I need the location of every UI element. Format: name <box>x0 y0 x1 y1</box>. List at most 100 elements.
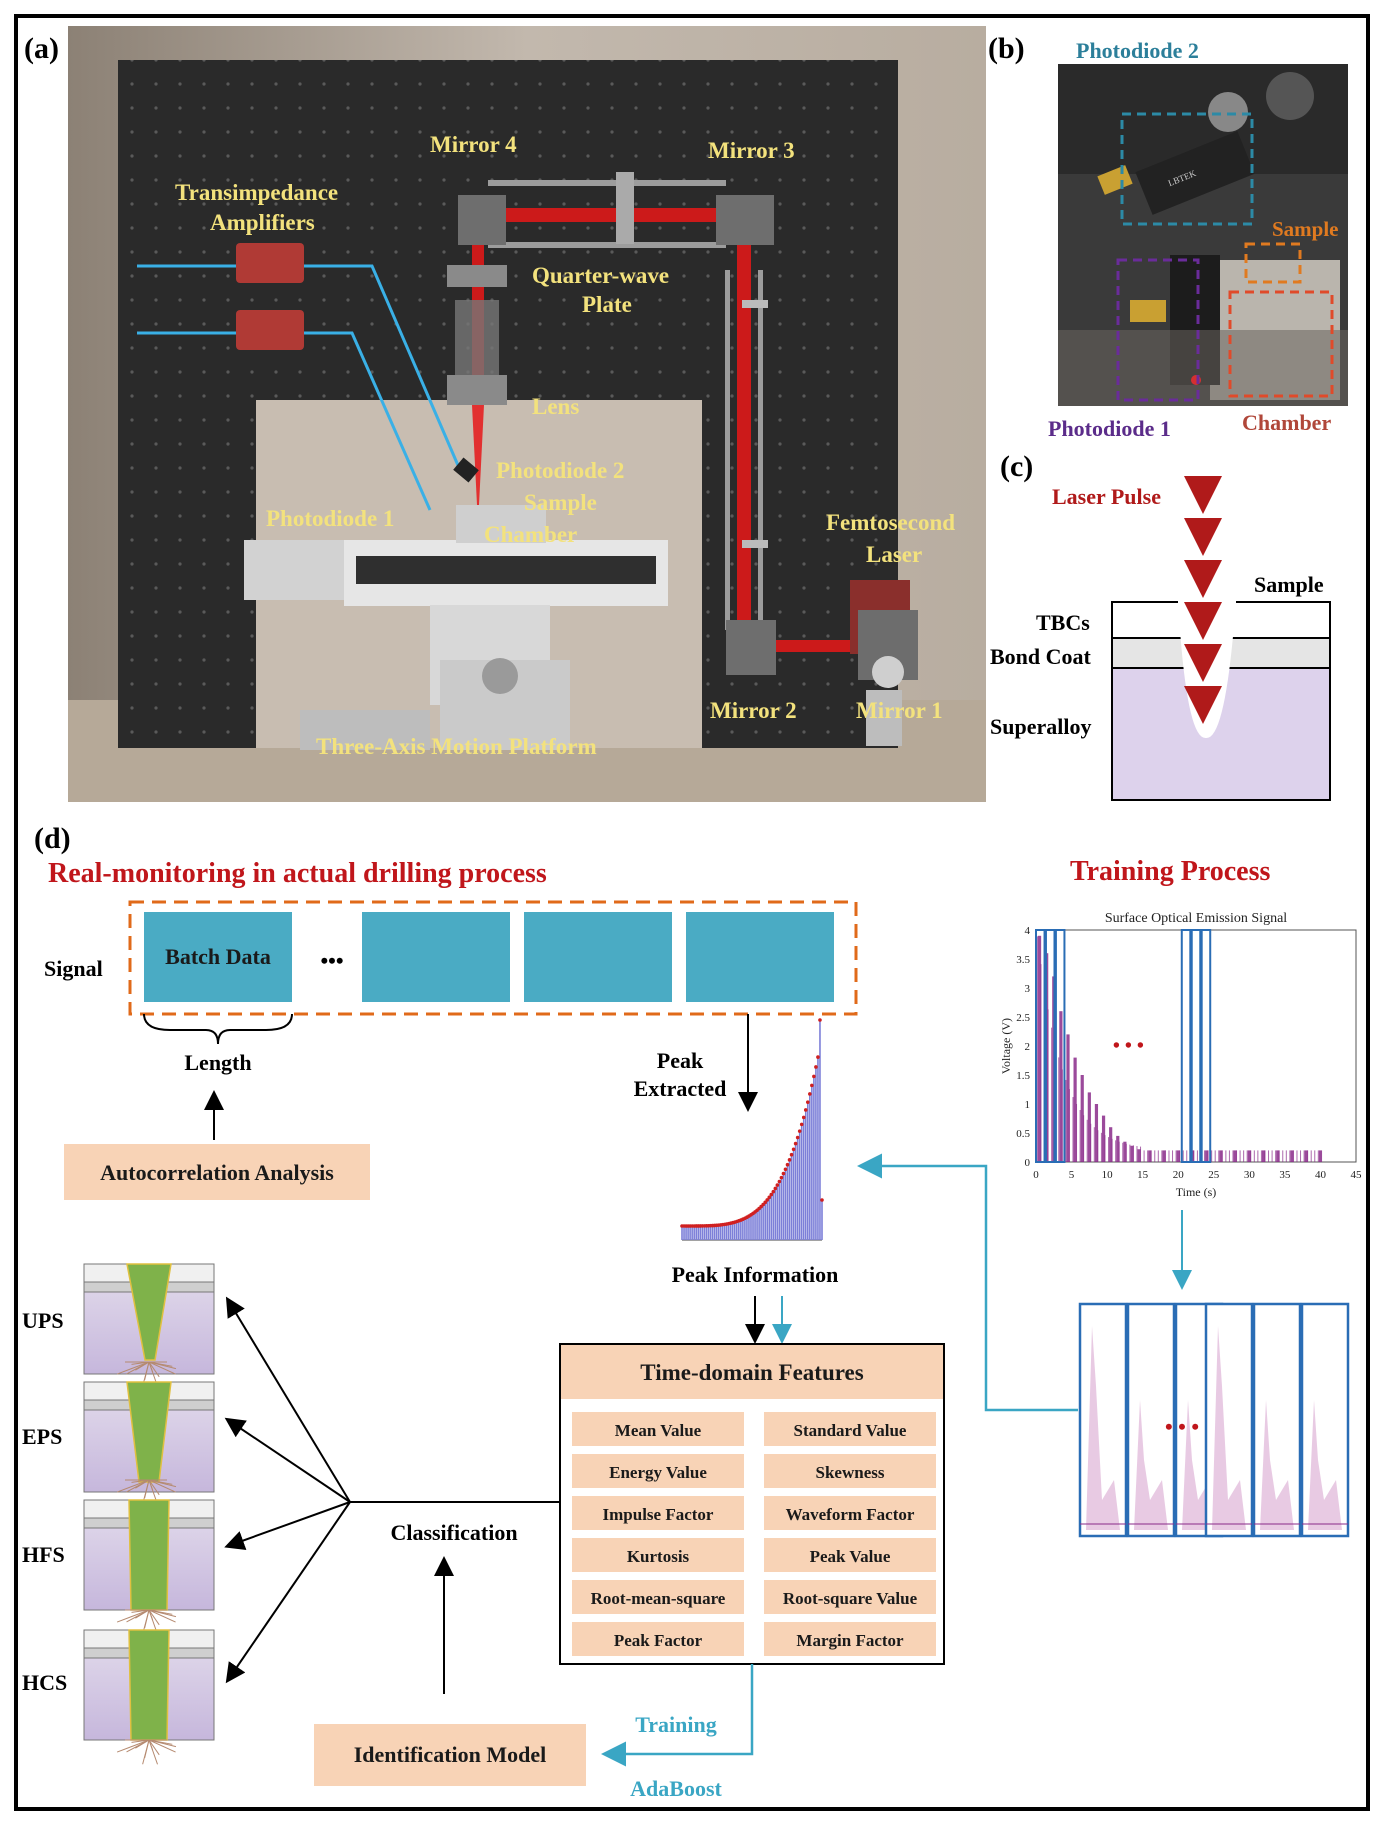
class-crack <box>148 1479 176 1493</box>
panel-b-photo: LBTEK <box>1058 64 1348 406</box>
peak-point <box>805 1100 810 1104</box>
peak-point <box>797 1129 802 1133</box>
class-crack <box>148 1609 160 1626</box>
peak-point <box>787 1158 792 1162</box>
chart-ytick: 2 <box>1025 1041 1031 1053</box>
sample-chamber <box>456 505 546 543</box>
feature-label: Kurtosis <box>627 1547 690 1566</box>
label-mirror-1: Mirror 1 <box>856 698 943 723</box>
peak-point <box>783 1167 788 1172</box>
schematic-label-bond-coat: Bond Coat <box>990 644 1092 669</box>
classification-label: Classification <box>390 1520 517 1545</box>
feature-cell <box>572 1412 744 1446</box>
quarter-wave-plate <box>447 265 507 287</box>
class-label: HFS <box>22 1542 65 1567</box>
chart-window <box>1190 929 1202 1163</box>
amplifier-2 <box>236 310 304 350</box>
lens-mount <box>447 375 507 405</box>
chart-bar <box>1318 1150 1323 1162</box>
panel-c-schematic <box>1111 476 1331 801</box>
label-photodiode-1: Photodiode 1 <box>266 506 394 531</box>
peak-information-label: Peak Information <box>672 1262 839 1287</box>
chart-bar <box>1123 1141 1127 1162</box>
feature-label: Standard Value <box>794 1421 907 1440</box>
feature-label: Root-square Value <box>783 1589 918 1608</box>
panel-label-b: (b) <box>988 32 1025 65</box>
training-label: Training <box>635 1712 717 1737</box>
class-label: HCS <box>22 1670 67 1695</box>
photo-label-photodiode-1: Photodiode 1 <box>1048 416 1171 441</box>
chart-xtick: 30 <box>1244 1169 1256 1181</box>
panel-a-setup-render <box>68 26 986 802</box>
feature-cell <box>764 1538 936 1572</box>
chart-bar <box>1130 1145 1134 1162</box>
label-amplifiers: Amplifiers <box>210 210 315 235</box>
peak-point <box>814 1065 818 1069</box>
peak-point <box>801 1115 806 1120</box>
peak-point <box>803 1108 808 1112</box>
label-femtosecond: Femtosecond <box>826 510 955 535</box>
chart-bar <box>1137 1149 1141 1162</box>
peak-point <box>765 1198 770 1202</box>
class-label: EPS <box>22 1424 62 1449</box>
photodiode-1-highlight <box>1116 258 1200 402</box>
chart-bar <box>1073 1057 1077 1162</box>
adaboost-label: AdaBoost <box>630 1776 722 1801</box>
peak-point <box>781 1171 786 1176</box>
class-crack <box>116 1479 150 1493</box>
class-crack <box>116 1739 150 1753</box>
autocorrelation-box <box>64 1144 370 1200</box>
chart-xtick: 25 <box>1208 1169 1220 1181</box>
chart-ytick: 4 <box>1025 925 1031 937</box>
label-mirror-4: Mirror 4 <box>430 132 517 157</box>
mirror-2-mount <box>726 620 776 675</box>
feature-cell <box>764 1496 936 1530</box>
class-crack <box>148 1361 176 1375</box>
classification-results: UPS EPS HFS HCS <box>22 1263 215 1765</box>
class-label: UPS <box>22 1308 64 1333</box>
class-crack <box>148 1361 177 1370</box>
class-crack <box>148 1609 176 1623</box>
label-mirror-2: Mirror 2 <box>710 698 797 723</box>
time-domain-title: Time-domain Features <box>640 1360 863 1385</box>
chart-bar <box>1276 1150 1280 1162</box>
feature-cell <box>572 1622 744 1656</box>
chart-bar <box>1059 1011 1063 1162</box>
chart-bar <box>1037 935 1042 1162</box>
label-three-axis-platform: Three-Axis Motion Platform <box>316 734 597 759</box>
class-crack <box>148 1479 160 1496</box>
chart-bar <box>1148 1150 1152 1162</box>
window-frame <box>1078 1302 1128 1538</box>
chart-ylabel: Voltage (V) <box>999 1018 1013 1074</box>
feature-label: Root-mean-square <box>591 1589 726 1608</box>
peak-point <box>808 1092 812 1096</box>
panel-label-a: (a) <box>24 32 59 65</box>
window-peak <box>1308 1400 1342 1530</box>
mirror-4-mount <box>458 195 506 245</box>
chart-window <box>1054 929 1066 1163</box>
chart-bar <box>1087 1092 1091 1162</box>
class-crack <box>148 1739 160 1756</box>
feature-cell <box>572 1454 744 1488</box>
peak-point <box>779 1175 784 1180</box>
chart-xtick: 5 <box>1069 1169 1075 1181</box>
feature-label: Waveform Factor <box>786 1505 915 1524</box>
chart-bar <box>1066 1034 1070 1162</box>
class-crack <box>148 1739 176 1753</box>
schematic-label-sample: Sample <box>1254 572 1324 597</box>
peak-extracted-line1: Peak <box>657 1048 704 1073</box>
chart-bar <box>1261 1150 1266 1162</box>
peak-point <box>816 1055 820 1059</box>
length-brace <box>143 1013 293 1045</box>
peak-point <box>799 1122 804 1127</box>
class-crack <box>126 1739 150 1753</box>
label-lens: Lens <box>532 394 579 419</box>
chart-bar <box>1304 1150 1308 1162</box>
feature-cell <box>764 1622 936 1656</box>
feature-cell <box>572 1496 744 1530</box>
feature-label: Margin Factor <box>796 1631 904 1650</box>
label-laser: Laser <box>866 542 922 567</box>
chart-xtick: 0 <box>1033 1169 1039 1181</box>
